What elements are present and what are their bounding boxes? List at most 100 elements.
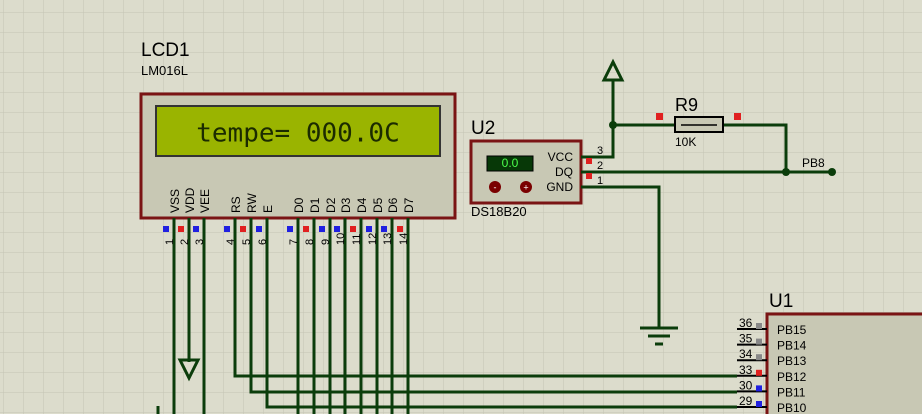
resistor-ref-label: R9 [675,95,698,115]
mcu-pin-number: 30 [739,378,753,392]
lcd-pin-label: D5 [371,197,385,213]
pin-marker [734,113,741,120]
pin-marker [193,226,199,232]
pin-marker [240,226,246,232]
net-label-pb8: PB8 [802,156,825,170]
pin-marker [756,369,762,376]
pin-marker [586,158,592,164]
pin-marker [756,323,762,329]
sensor-model-label: DS18B20 [471,204,527,219]
pin-marker [756,401,762,407]
mcu-ref-label: U1 [769,291,793,312]
lcd-pin-label: D7 [402,197,416,213]
pin-marker [287,226,293,232]
mcu-pin-name: PB14 [777,339,807,353]
pin-marker [397,226,403,232]
sensor-component[interactable]: 0.0 - + [469,139,583,205]
lcd-pin-number: 14 [398,233,410,245]
mcu-pin-name: PB12 [777,370,807,384]
wires[interactable] [156,80,832,414]
mcu-pin-name: PB11 [777,385,806,399]
wire-vcc[interactable] [583,80,615,159]
mcu-pin-number: 33 [739,363,753,377]
pin-marker [756,385,762,392]
lcd-pin-label: D2 [324,197,338,213]
lcd-pin-label: D4 [355,197,369,213]
wire-lcd-rs[interactable] [233,232,737,378]
lcd-pin-label: RW [245,193,259,213]
lcd-pins: VSS1VDD2VEE3RS4RW5E6D07D18D29D310D411D51… [163,187,416,245]
lcd-pin-number: 9 [320,239,332,245]
mcu-pin-number: 29 [739,394,753,408]
sensor-pin-number: 1 [597,175,603,187]
junction-dot [782,168,790,176]
pin-marker [656,113,663,120]
sensor-pin-label: GND [546,180,573,194]
svg-text:+: + [523,182,528,192]
net-terminal-dot[interactable] [828,168,836,176]
wire-r9-right[interactable] [723,123,788,172]
lcd-pin-label: VDD [183,187,197,213]
sensor-button-down-icon[interactable]: - [489,181,501,193]
lcd-pin-number: 10 [335,233,347,245]
lcd-pin-label: D1 [308,197,322,213]
sensor-lcd-readout [486,155,534,172]
pin-marker [756,338,762,345]
sensor-button-up-icon[interactable]: + [520,181,532,193]
lcd-pin-number: 13 [382,233,394,245]
pin-marker [319,226,325,232]
sensor-readout-text: 0.0 [502,156,519,170]
svg-text:-: - [494,182,497,192]
lcd-pin-number: 8 [304,239,316,245]
pin-marker [334,226,340,232]
lcd-pin-label: VSS [168,189,182,213]
pin-marker [303,226,309,232]
lcd-pin-number: 1 [164,239,176,245]
pin-marker [366,226,372,232]
wire-gnd[interactable] [583,185,661,328]
power-arrow-icon[interactable] [601,58,625,82]
sensor-pin-label: VCC [548,150,574,164]
pin-marker [224,226,230,232]
mcu-pin-number: 35 [739,332,753,346]
pin-marker [163,226,169,232]
resistor-value-label: 10K [675,135,696,149]
lcd-screen [155,105,441,157]
lcd-pin-number: 3 [194,239,206,245]
lcd-pin-label: RS [229,196,243,213]
lcd-model-label: LM016L [141,63,188,78]
lcd-pin-label: D6 [386,197,400,213]
pin-marker [586,173,592,179]
mcu-component[interactable] [765,312,922,414]
mcu-pin-name: PB10 [777,401,807,414]
mcu-pin-number: 36 [739,316,753,330]
resistor-r9[interactable] [656,113,741,133]
sensor-pin-number: 2 [597,160,603,172]
pin-marker [350,226,356,232]
lcd-pin-label: D3 [339,197,353,213]
power-arrow-down-icon[interactable] [177,358,201,382]
lcd-pin-number: 7 [288,239,300,245]
junction-dot [609,121,617,129]
sensor-pin-label: DQ [555,165,573,179]
pin-marker [178,226,184,232]
sensor-ref-label: U2 [471,118,495,139]
mcu-pin-number: 34 [739,347,753,361]
sensor-pin-number: 3 [597,145,603,157]
lcd-display-text: tempe= 000.0C [196,119,400,149]
wire-lcd-rw[interactable] [249,232,737,394]
lcd-pin-number: 4 [225,239,237,245]
mcu-pin-name: PB13 [777,354,807,368]
lcd-pin-label: VEE [198,189,212,213]
lcd-pin-number: 5 [241,239,253,245]
lcd-pin-number: 11 [351,234,363,245]
lcd-pin-number: 2 [179,239,191,245]
lcd-pin-label: D0 [292,197,306,213]
wire-lcd-e[interactable] [265,232,737,409]
lcd-pin-number: 6 [257,239,269,245]
lcd-component[interactable]: tempe= 000.0C [139,92,457,220]
mcu-pin-name: PB15 [777,323,807,337]
ground-icon[interactable] [640,326,678,346]
